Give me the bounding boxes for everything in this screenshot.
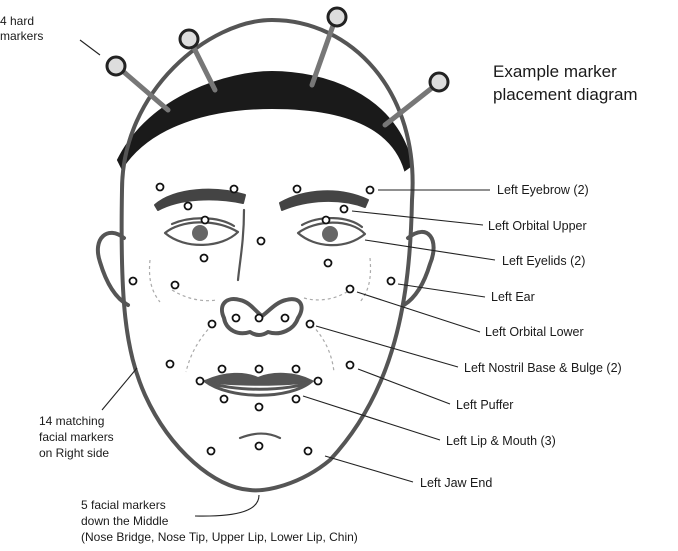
chin-crease: [240, 434, 280, 439]
marker-nose-tip: [256, 315, 263, 322]
diagram-title-line-2: placement diagram: [493, 85, 638, 104]
marker-upper-lip: [256, 366, 263, 373]
marker-right-eyelid-upper: [202, 217, 209, 224]
right-side-note-line-3: on Right side: [39, 446, 109, 460]
left-iris: [322, 226, 338, 242]
marker-right-nostril-base: [233, 315, 240, 322]
right-side-note-line-2: facial markers: [39, 430, 114, 444]
marker-left-nostril-base: [282, 315, 289, 322]
hard-marker-2: [180, 30, 198, 48]
marker-nose-bridge: [258, 238, 265, 245]
hard-markers-note-line-1: 4 hard: [0, 14, 34, 28]
marker-left-puffer: [347, 362, 354, 369]
marker-right-orbital-upper: [185, 203, 192, 210]
label-left-eyelids: Left Eyelids (2): [502, 254, 585, 268]
marker-left-mouth-corner: [315, 378, 322, 385]
label-left-puffer: Left Puffer: [456, 398, 513, 412]
facial-markers: [130, 184, 395, 455]
diagram-title-line-1: Example marker: [493, 62, 617, 81]
right-cheek-contour: [149, 260, 160, 302]
label-left-jaw-end: Left Jaw End: [420, 476, 492, 490]
marker-left-eyelid-lower: [325, 260, 332, 267]
label-left-lip-mouth: Left Lip & Mouth (3): [446, 434, 556, 448]
right-iris: [192, 225, 208, 241]
marker-right-lower-lip: [221, 396, 228, 403]
left-eyebrow: [280, 191, 368, 210]
marker-chin: [256, 443, 263, 450]
middle-note-line-3: (Nose Bridge, Nose Tip, Upper Lip, Lower…: [81, 530, 358, 544]
label-left-ear: Left Ear: [491, 290, 535, 304]
marker-left-eyebrow-outer: [367, 187, 374, 194]
marker-right-eyebrow-inner: [231, 186, 238, 193]
right-under-eye: [172, 290, 216, 301]
hard-marker-1: [107, 57, 125, 75]
label-left-eyebrow: Left Eyebrow (2): [497, 183, 589, 197]
middle-note-line-2: down the Middle: [81, 514, 169, 528]
hard-marker-4: [430, 73, 448, 91]
marker-right-mouth-corner: [197, 378, 204, 385]
marker-lower-lip: [256, 404, 263, 411]
marker-right-eyelid-lower: [201, 255, 208, 262]
hard-markers-note-line-2: markers: [0, 29, 43, 43]
right-nasolabial-fold: [186, 325, 212, 372]
hard-marker-3: [328, 8, 346, 26]
marker-left-upper-lip: [293, 366, 300, 373]
right-side-note-line-1: 14 matching: [39, 414, 104, 428]
right-eyebrow: [155, 190, 245, 210]
marker-right-nostril-bulge: [209, 321, 216, 328]
left-under-eye: [304, 290, 350, 300]
label-left-nostril-base-bulge: Left Nostril Base & Bulge (2): [464, 361, 622, 375]
middle-note-line-1: 5 facial markers: [81, 498, 166, 512]
marker-right-jaw-end: [208, 448, 215, 455]
marker-right-ear: [130, 278, 137, 285]
marker-left-eyelid-upper: [323, 217, 330, 224]
marker-left-nostril-bulge: [307, 321, 314, 328]
label-left-orbital-upper: Left Orbital Upper: [488, 219, 587, 233]
marker-left-ear: [388, 278, 395, 285]
marker-left-lower-lip: [293, 396, 300, 403]
marker-left-eyebrow-inner: [294, 186, 301, 193]
marker-right-puffer: [167, 361, 174, 368]
headband: [118, 72, 412, 170]
label-left-orbital-lower: Left Orbital Lower: [485, 325, 584, 339]
nose-bridge-line: [238, 210, 244, 280]
marker-left-orbital-lower: [347, 286, 354, 293]
upper-lip: [205, 374, 312, 385]
marker-left-jaw-end: [305, 448, 312, 455]
marker-right-eyebrow-outer: [157, 184, 164, 191]
marker-right-upper-lip: [219, 366, 226, 373]
marker-left-orbital-upper: [341, 206, 348, 213]
marker-right-orbital-lower: [172, 282, 179, 289]
left-nasolabial-fold: [312, 325, 334, 372]
